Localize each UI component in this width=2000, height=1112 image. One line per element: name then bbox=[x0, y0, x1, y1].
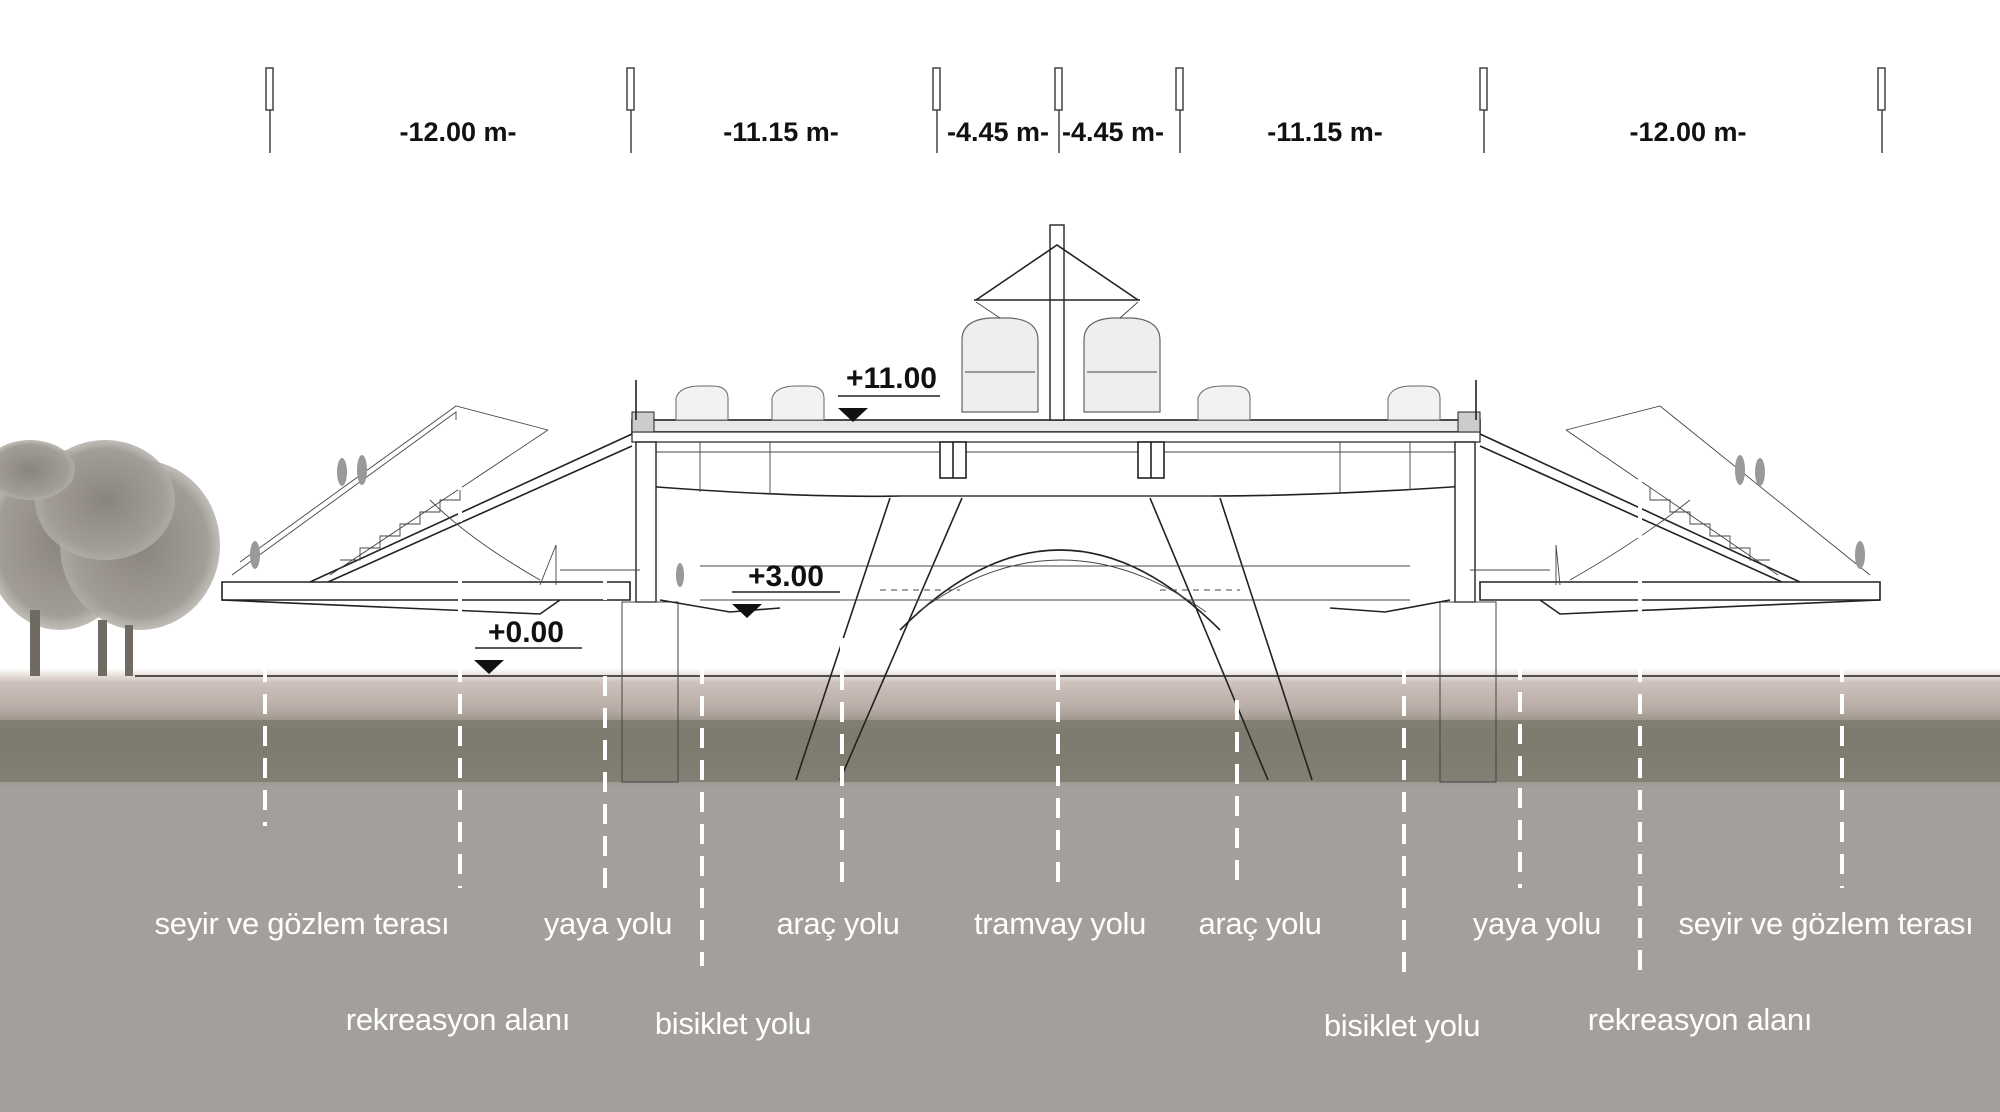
label-yaya-right: yaya yolu bbox=[1473, 906, 1601, 941]
label-rekreasyon-right: rekreasyon alanı bbox=[1588, 1002, 1812, 1037]
dimension-label: -11.15 m- bbox=[723, 117, 839, 147]
label-bisiklet-right: bisiklet yolu bbox=[1324, 1008, 1480, 1043]
elevation-marker-deck: +11.00 bbox=[838, 362, 940, 422]
guide-lines bbox=[263, 470, 1844, 980]
elevation-label: +0.00 bbox=[488, 616, 564, 649]
elevation-label: +3.00 bbox=[748, 560, 824, 593]
car bbox=[1387, 385, 1441, 421]
tram-right bbox=[1083, 301, 1161, 413]
main-deck bbox=[631, 380, 1481, 498]
dimension-ticks bbox=[265, 67, 1886, 153]
tree-illustration bbox=[0, 440, 220, 676]
dimension-label: -4.45 m- bbox=[947, 117, 1049, 147]
elevation-label: +11.00 bbox=[846, 362, 937, 395]
elevation-marker-lower: +3.00 bbox=[732, 560, 840, 618]
label-yaya-left: yaya yolu bbox=[544, 906, 672, 941]
dimension-label: -12.00 m- bbox=[1629, 117, 1746, 147]
label-seyir-right: seyir ve gözlem terası bbox=[1679, 906, 1974, 941]
terrace-left bbox=[231, 405, 633, 586]
car bbox=[1197, 385, 1251, 421]
lower-decks bbox=[221, 569, 1881, 615]
people-figures bbox=[250, 455, 1865, 587]
terrace-right bbox=[1479, 405, 1871, 586]
elevation-marker-ground: +0.00 bbox=[474, 616, 582, 674]
deck-columns bbox=[621, 441, 1497, 783]
label-seyir-left: seyir ve gözlem terası bbox=[155, 906, 450, 941]
ground-substrate bbox=[0, 786, 2000, 1112]
dimension-label: -11.15 m- bbox=[1267, 117, 1383, 147]
tram-left bbox=[961, 301, 1039, 413]
dimension-label: -4.45 m- bbox=[1062, 117, 1164, 147]
car bbox=[675, 385, 729, 421]
dimension-label: -12.00 m- bbox=[399, 117, 516, 147]
label-rekreasyon-left: rekreasyon alanı bbox=[346, 1002, 570, 1037]
car bbox=[771, 385, 825, 421]
label-bisiklet-left: bisiklet yolu bbox=[655, 1006, 811, 1041]
label-arac-right: araç yolu bbox=[1198, 906, 1321, 941]
catenary-mast bbox=[974, 224, 1140, 421]
ground-stratum bbox=[0, 720, 2000, 782]
label-tramvay: tramvay yolu bbox=[974, 906, 1146, 941]
label-arac-left: araç yolu bbox=[776, 906, 899, 941]
